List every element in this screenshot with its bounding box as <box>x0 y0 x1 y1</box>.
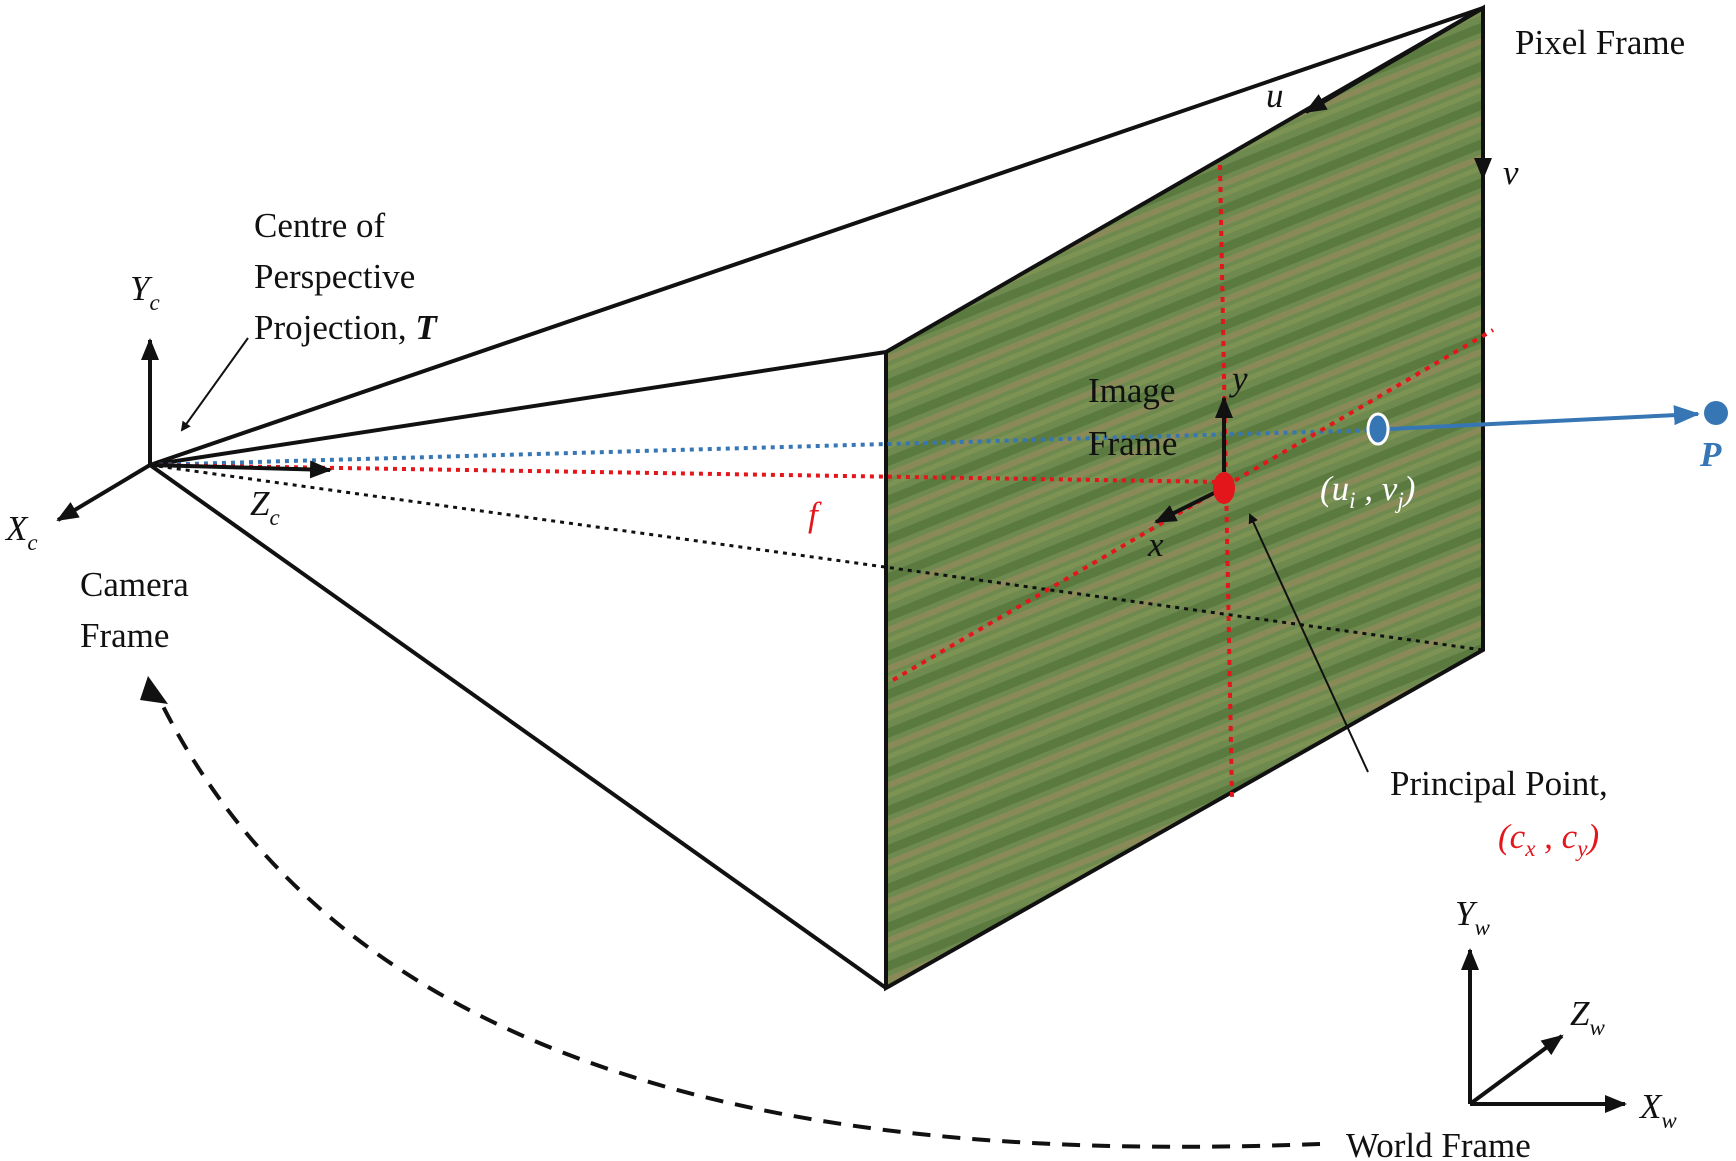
world-axes <box>1461 948 1627 1113</box>
world-point-p <box>1704 401 1728 425</box>
centre-leader <box>180 337 249 432</box>
zw-label: Zw <box>1570 994 1605 1040</box>
pixel-frame-label: Pixel Frame <box>1515 23 1685 62</box>
blue-ray-to-p <box>1389 405 1700 431</box>
u-label: u <box>1266 76 1284 115</box>
yw-label: Yw <box>1455 894 1490 940</box>
xw-label: Xw <box>1638 1087 1677 1133</box>
projection-rays <box>149 428 1484 652</box>
image-x-label: x <box>1147 525 1164 564</box>
world-frame-label: World Frame <box>1346 1126 1531 1161</box>
view-frustum <box>148 6 1484 990</box>
image-frame-line2: Frame <box>1088 424 1177 463</box>
principal-point <box>1213 472 1235 504</box>
centre-label-line3: Projection, T <box>254 308 438 347</box>
image-frame-line1: Image <box>1088 371 1175 410</box>
v-label: v <box>1503 153 1519 192</box>
image-x-axis <box>1154 486 1225 524</box>
principal-leader <box>1248 513 1369 773</box>
pixel-coord-label: (ui , vj) <box>1320 469 1415 513</box>
camera-axes <box>56 338 332 522</box>
principal-point-coords: (cx , cy) <box>1498 817 1599 861</box>
centre-label-line2: Perspective <box>254 257 415 296</box>
centre-label-line1: Centre of <box>254 206 386 245</box>
p-label: P <box>1699 435 1722 474</box>
camera-frame-line2: Frame <box>80 616 169 655</box>
world-to-camera-curve <box>153 689 1321 1149</box>
u-axis-arrow <box>1304 6 1485 114</box>
camera-frame-line1: Camera <box>80 565 189 604</box>
focal-label: f <box>808 495 822 534</box>
xc-label: Xc <box>4 509 38 555</box>
image-point <box>1366 412 1390 446</box>
yc-label: Yc <box>130 269 160 315</box>
image-y-label: y <box>1229 359 1248 398</box>
image-plane <box>884 4 1485 992</box>
zc-label: Zc <box>250 484 280 530</box>
principal-point-label: Principal Point, <box>1390 764 1608 803</box>
world-curve-arrowhead <box>140 676 168 704</box>
